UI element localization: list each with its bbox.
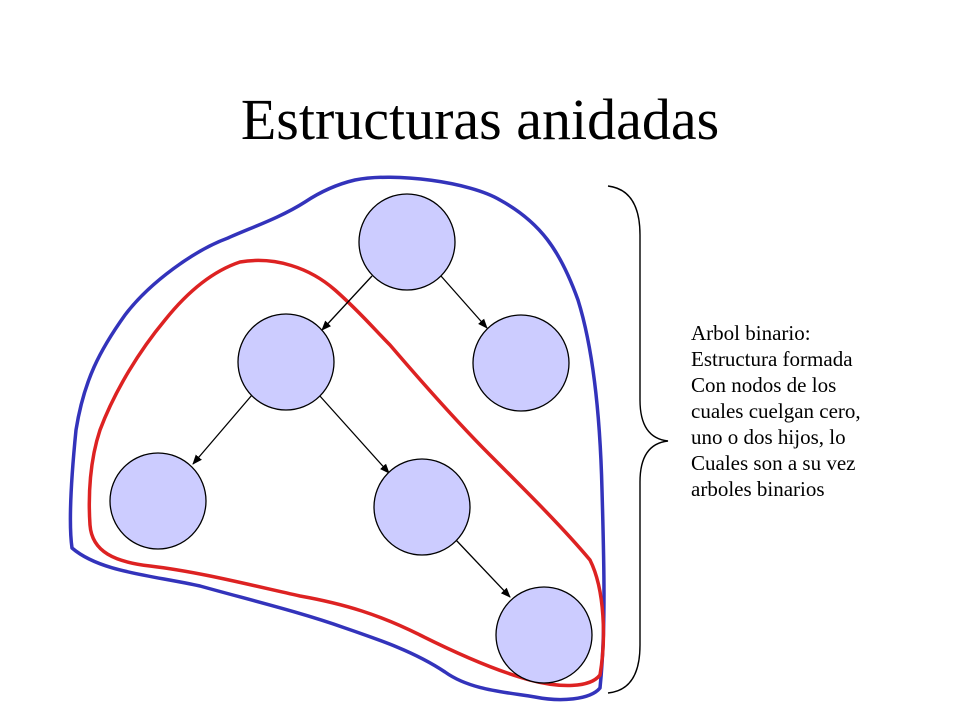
tree-node-left [237, 313, 335, 411]
tree-node-right [472, 314, 570, 412]
description-line: Con nodos de los [691, 373, 837, 397]
slide-title: Estructuras anidadas [240, 87, 720, 152]
edge-root-to-left [321, 275, 373, 331]
tree-node-leaf [495, 586, 593, 684]
edge-root-to-right [440, 275, 488, 329]
description-line: uno o dos hijos, lo [691, 425, 846, 449]
tree-node-left-right [373, 458, 471, 556]
description-line: Arbol binario: [691, 321, 811, 345]
edge-left-to-leftright [318, 394, 390, 474]
inner-subtree-outline [87, 258, 606, 688]
description-line: arboles binarios [691, 477, 825, 501]
edge-left-to-leftleft [192, 394, 253, 465]
tree-node-left-left [109, 452, 207, 550]
outer-tree-outline [68, 175, 606, 702]
edge-leftright-to-leaf [455, 539, 511, 598]
curly-brace [607, 185, 669, 694]
description-line: Cuales son a su vez [691, 451, 856, 475]
binary-tree-description: Arbol binario: Estructura formada Con no… [691, 320, 951, 502]
description-line: Estructura formada [691, 347, 853, 371]
tree-node-root [358, 193, 456, 291]
description-line: cuales cuelgan cero, [691, 399, 861, 423]
